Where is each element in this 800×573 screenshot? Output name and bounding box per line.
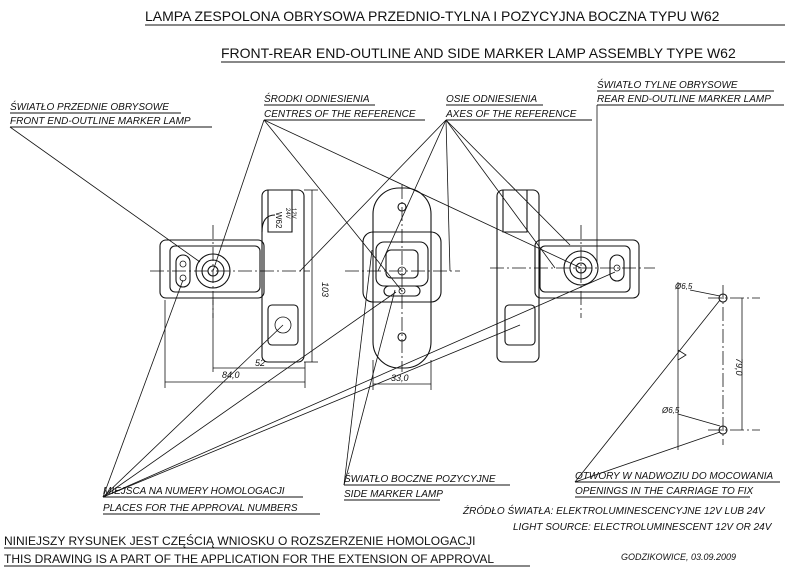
front-approval-mark (274, 316, 292, 334)
label-openings-pl: OTWORY W NADWOZIU DO MOCOWANIA (575, 471, 773, 482)
label-places-pl: MIEJSCA NA NUMERY HOMOLOGACJI (103, 486, 285, 497)
label-places-en: PLACES FOR THE APPROVAL NUMBERS (103, 503, 298, 514)
hole-diameter-top: Ø6,5 (674, 282, 693, 291)
label-openings-en: OPENINGS IN THE CARRIAGE TO FIX (575, 486, 754, 497)
rear-lamp-view (490, 189, 655, 363)
title-en: FRONT-REAR END-OUTLINE AND SIDE MARKER L… (221, 45, 736, 61)
rear-approval-plate (504, 304, 536, 346)
label-source-en: LIGHT SOURCE: ELECTROLUMINESCENT 12V OR … (513, 522, 773, 533)
label-centres-pl: ŚRODKI ODNIESIENIA (264, 92, 370, 105)
label-front-pl: ŚWIATŁO PRZEDNIE OBRYSOWE (10, 100, 169, 113)
label-axes-pl: OSIE ODNIESIENIA (446, 94, 537, 105)
dim-103: 103 (320, 282, 330, 297)
mounting-openings-view: 79,0 Ø6,5 Ø6,5 (661, 282, 760, 450)
label-axes-en: AXES OF THE REFERENCE (445, 109, 577, 120)
footer-note-pl: NINIEJSZY RYSUNEK JEST CZĘŚCIĄ WNIOSKU O… (4, 533, 475, 548)
label-rear-pl: ŚWIATŁO TYLNE OBRYSOWE (597, 78, 738, 91)
title-pl: LAMPA ZESPOLONA OBRYSOWA PRZEDNIO-TYLNA … (145, 8, 720, 24)
front-voltage-12: 12V (290, 208, 296, 219)
hole-diameter-bottom: Ø6,5 (661, 406, 680, 415)
label-centres-en: CENTRES OF THE REFERENCE (264, 109, 416, 120)
leader-lines (9, 105, 721, 498)
front-type-marking: W62 (274, 212, 283, 229)
dim-79: 79,0 (734, 358, 744, 376)
label-side-pl: ŚWIATŁO BOCZNE POZYCYJNE (344, 472, 496, 485)
rear-lamp-body (534, 239, 640, 299)
footer-note-en: THIS DRAWING IS A PART OF THE APPLICATIO… (4, 552, 494, 566)
dim-52: 52 (255, 358, 265, 368)
front-approval-plate (267, 304, 299, 346)
side-lamp-view: 33,0 (345, 185, 460, 390)
label-front-en: FRONT END-OUTLINE MARKER LAMP (10, 116, 191, 127)
label-rear-en: REAR END-OUTLINE MARKER LAMP (597, 94, 771, 105)
label-side-en: SIDE MARKER LAMP (344, 489, 443, 500)
label-source-pl: ŹRÓDŁO ŚWIATŁA: ELEKTROLUMINESCENCYJNE 1… (462, 504, 766, 517)
dim-33: 33,0 (391, 373, 409, 383)
footer-place-date: GODZIKOWICE, 03.09.2009 (621, 552, 736, 562)
front-bracket (261, 189, 305, 363)
front-lamp-view: W62 24V 12V 84,0 52 103 (150, 189, 330, 388)
rear-bracket (496, 189, 540, 363)
front-lamp-body (159, 239, 265, 299)
front-voltage-24: 24V (284, 208, 290, 219)
